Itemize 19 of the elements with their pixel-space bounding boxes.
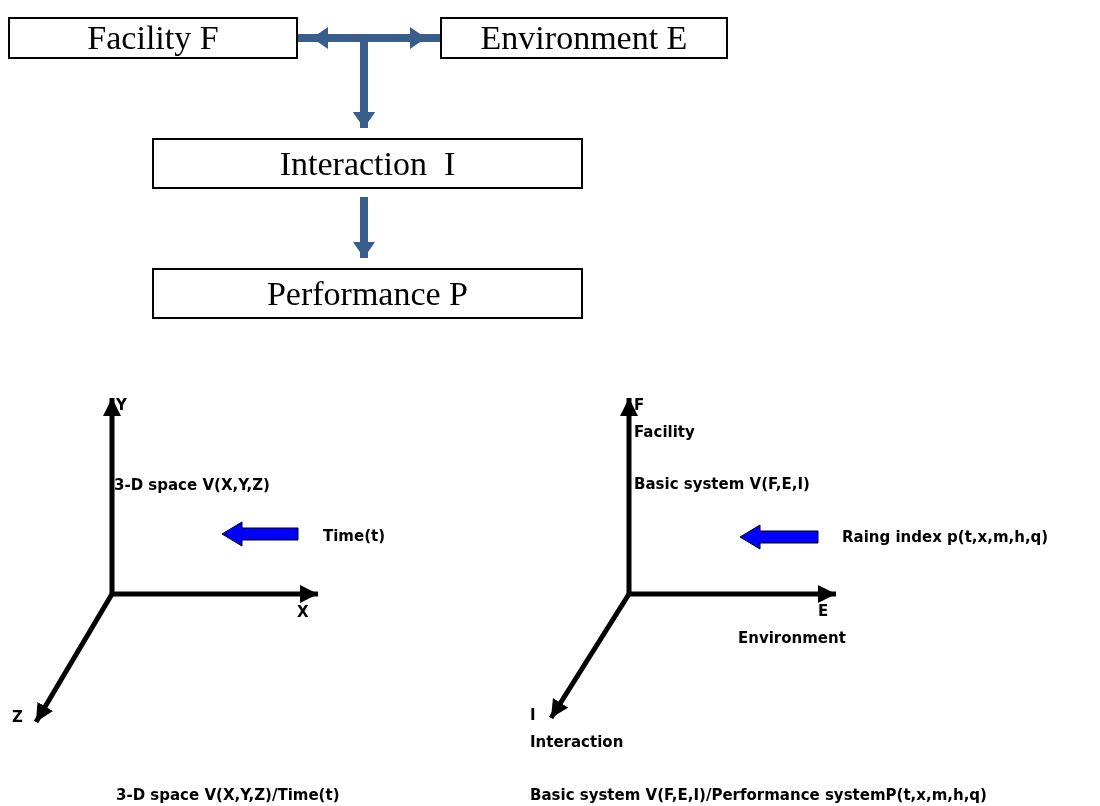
axis-label: Y (116, 396, 127, 414)
axis-label: I (530, 706, 536, 724)
axis-label: Environment (738, 629, 846, 647)
caption: 3-D space V(X,Y,Z)/Time(t) (116, 786, 340, 804)
axis-label: X (297, 603, 309, 621)
process-box: Interaction I (152, 138, 583, 189)
axis-label: Z (12, 708, 23, 726)
axis-label: E (818, 602, 829, 620)
process-box: Facility F (8, 17, 298, 59)
text-label: Basic system V(F,E,I) (634, 475, 810, 493)
axis-label: Facility (634, 423, 695, 441)
text-label: 3-D space V(X,Y,Z) (114, 476, 270, 494)
process-box: Environment E (440, 17, 728, 59)
axis-label: Interaction (530, 733, 624, 751)
caption: Basic system V(F,E,I)/Performance systemP(t,x,m,h,q) (530, 786, 987, 804)
text-label: Raing index p(t,x,m,h,q) (842, 528, 1049, 546)
text-label: Time(t) (323, 527, 386, 545)
axis-label: F (634, 396, 645, 414)
process-box: Performance P (152, 268, 583, 319)
